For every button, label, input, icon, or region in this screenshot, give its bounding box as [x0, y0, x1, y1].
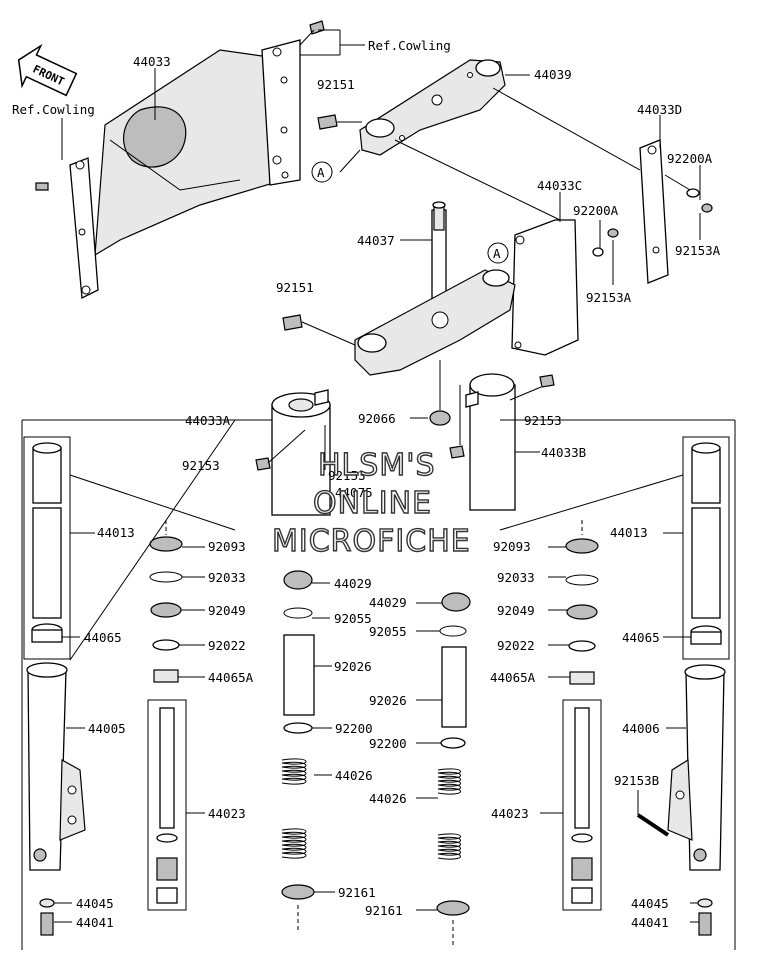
label-92055-left: 92055 — [334, 611, 372, 626]
leader-lines — [54, 29, 701, 923]
bolt-92151-mid-icon — [282, 314, 303, 331]
seal-92066-icon — [429, 410, 451, 426]
label-44029-left: 44029 — [334, 576, 372, 591]
label-92153-center: 92153 — [328, 468, 366, 483]
label-92093-right: 92093 — [493, 539, 531, 554]
label-92161-right: 92161 — [365, 903, 403, 918]
label-44023-left: 44023 — [208, 806, 246, 821]
label-92200A-right: 92200A — [667, 151, 713, 166]
ref-marker-a-mid: A — [487, 242, 509, 264]
label-44029-right: 44029 — [369, 595, 407, 610]
label-44033D: 44033D — [637, 102, 682, 117]
watermark-line1: HLSM'S — [318, 448, 436, 483]
right-outer-tube — [667, 664, 726, 871]
cover-44033B — [465, 373, 516, 511]
label-92153-right: 92153 — [524, 413, 562, 428]
bolt-92153-right-icon — [539, 374, 555, 388]
ref-marker-a-top: A — [311, 161, 333, 183]
svg-text:A: A — [317, 165, 325, 180]
label-92153A-right: 92153A — [675, 243, 721, 258]
label-44026-left: 44026 — [335, 768, 373, 783]
bolt-92153-left-icon — [255, 457, 271, 471]
fork-groups-outline — [21, 419, 736, 950]
svg-text:A: A — [493, 246, 501, 261]
label-44033B: 44033B — [541, 445, 586, 460]
upper-triple-clamp — [359, 59, 506, 156]
label-92026-right: 92026 — [369, 693, 407, 708]
label-92093-left: 92093 — [208, 539, 246, 554]
right-damper-column — [562, 520, 602, 911]
lower-triple-clamp — [354, 269, 516, 376]
label-44065A-right: 44065A — [490, 670, 536, 685]
washer-44045-right-icon — [697, 898, 713, 908]
label-44033C: 44033C — [537, 178, 582, 193]
label-92022-left: 92022 — [208, 638, 246, 653]
left-inner-tube-group — [23, 436, 71, 660]
label-44033: 44033 — [133, 54, 171, 69]
label-44026-right: 44026 — [369, 791, 407, 806]
label-92200-right: 92200 — [369, 736, 407, 751]
label-44041-right: 44041 — [631, 915, 669, 930]
label-92200A-mid: 92200A — [573, 203, 619, 218]
label-92153B: 92153B — [614, 773, 659, 788]
bolt-92153B-icon — [636, 813, 670, 837]
plate-44033D — [639, 139, 713, 284]
watermark: HLSM'S ONLINE MICROFICHE — [271, 447, 471, 559]
bolt-44041-left-icon — [40, 912, 54, 936]
label-92033-right: 92033 — [497, 570, 535, 585]
label-92066: 92066 — [358, 411, 396, 426]
front-arrow-icon: FRONT — [17, 43, 78, 97]
label-44065A-left: 44065A — [208, 670, 254, 685]
label-44065-left: 44065 — [84, 630, 122, 645]
label-92151-top: 92151 — [317, 77, 355, 92]
label-92026-left: 92026 — [334, 659, 372, 674]
label-44037: 44037 — [357, 233, 395, 248]
label-44065-right: 44065 — [622, 630, 660, 645]
part-labels: Ref.Cowling Ref.Cowling 44033 44039 9215… — [12, 38, 721, 930]
watermark-line2: ONLINE — [313, 486, 432, 521]
right-inner-tube-group — [682, 436, 730, 660]
label-92153-left: 92153 — [182, 458, 220, 473]
watermark-line3: MICROFICHE — [272, 524, 471, 559]
label-44013-left: 44013 — [97, 525, 135, 540]
label-44023-right: 44023 — [491, 806, 529, 821]
label-44006: 44006 — [622, 721, 660, 736]
label-92161-left: 92161 — [338, 885, 376, 900]
label-44033A: 44033A — [185, 413, 231, 428]
cover-44033C — [511, 219, 619, 356]
label-44045-left: 44045 — [76, 896, 114, 911]
center-left-spring-column — [281, 570, 315, 930]
label-44041-left: 44041 — [76, 915, 114, 930]
label-44039: 44039 — [534, 67, 572, 82]
center-right-spring-column — [436, 592, 471, 945]
label-44075: 44075 — [335, 485, 373, 500]
washer-44045-left-icon — [39, 898, 55, 908]
label-92151-mid: 92151 — [276, 280, 314, 295]
label-92022-right: 92022 — [497, 638, 535, 653]
label-92049-right: 92049 — [497, 603, 535, 618]
label-44005: 44005 — [88, 721, 126, 736]
left-outer-tube — [26, 662, 86, 871]
bolt-44041-right-icon — [698, 912, 712, 936]
label-92200-left: 92200 — [335, 721, 373, 736]
bolt-92153-center-icon — [449, 445, 465, 459]
label-92055-right: 92055 — [369, 624, 407, 639]
left-damper-column — [147, 520, 187, 911]
upper-cowling-bracket — [94, 39, 301, 257]
label-92153A-mid: 92153A — [586, 290, 632, 305]
left-cowling-plate — [35, 157, 99, 300]
cover-44033A — [271, 389, 331, 516]
label-ref-cowling-left: Ref.Cowling — [12, 102, 95, 117]
label-92049-left: 92049 — [208, 603, 246, 618]
label-44045-right: 44045 — [631, 896, 669, 911]
label-92033-left: 92033 — [208, 570, 246, 585]
label-ref-cowling-top: Ref.Cowling — [368, 38, 451, 53]
bolt-92151-top-icon — [317, 114, 338, 130]
label-44013-right: 44013 — [610, 525, 648, 540]
